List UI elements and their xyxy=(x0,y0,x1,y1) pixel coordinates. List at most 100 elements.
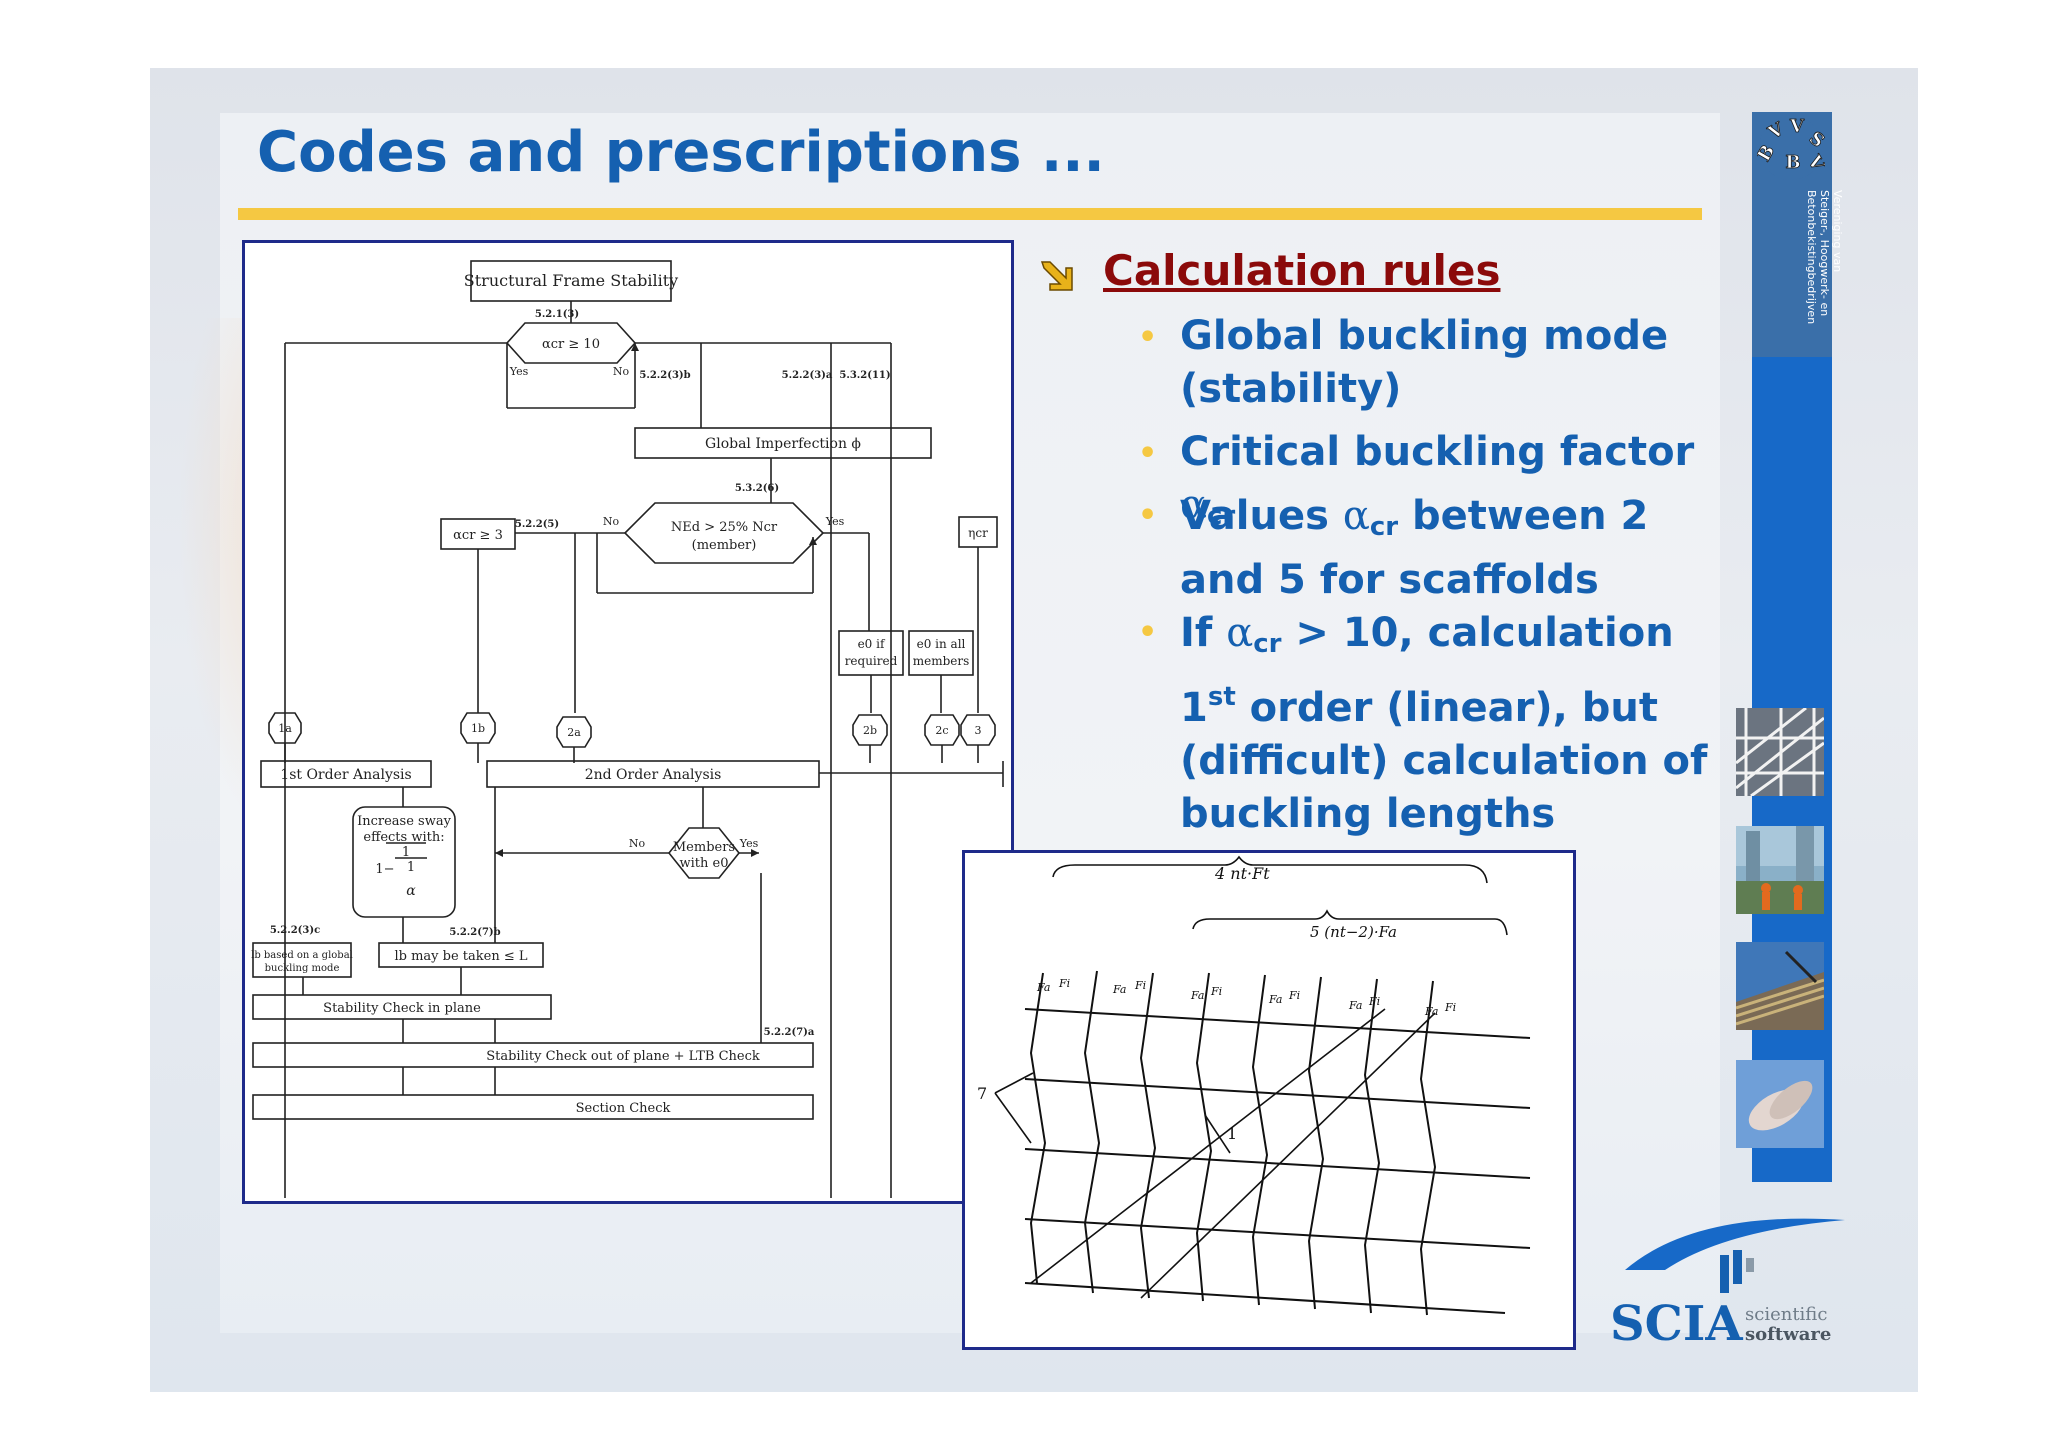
vvsb-org-name: Vereniging van Steiger-, Hoogwerk- en Be… xyxy=(1800,190,1844,350)
flow-node-e0-all: e0 in all xyxy=(917,637,966,651)
flow-no: No xyxy=(603,515,620,528)
bay-label-mid: 5 (nt−2)·Fa xyxy=(1310,923,1397,941)
flow-node-stability-in-plane: Stability Check in plane xyxy=(323,1001,481,1016)
bullet-dot: • xyxy=(1138,615,1158,650)
text-run: between 2 xyxy=(1398,493,1649,539)
flow-node-e0: e0 if xyxy=(858,637,886,651)
flow-yes: Yes xyxy=(739,837,759,850)
text-run: Values xyxy=(1180,493,1343,539)
flow-node-1b: 1b xyxy=(471,722,485,735)
flow-ref-label: 5.2.2(3)a xyxy=(782,370,833,381)
bay-label-7: 7 xyxy=(977,1084,987,1103)
formwork-photo xyxy=(1736,942,1824,1030)
flow-ref-label: 5.3.2(11) xyxy=(839,370,890,381)
org-line: Betonbekistingbedrijven xyxy=(1805,190,1818,325)
flow-node-lb-l: lb may be taken ≤ L xyxy=(394,949,527,964)
bay-label-fi: Fi xyxy=(1288,989,1300,1002)
flow-ref-label: 5.2.2(7)a xyxy=(764,1027,815,1038)
cr-subscript: cr xyxy=(1253,629,1282,659)
bullet-line: Global buckling mode xyxy=(1180,313,1669,359)
bullet-line: (difficult) calculation of xyxy=(1180,738,1708,784)
flow-fraction-alpha: α xyxy=(406,883,416,899)
text-run: order (linear), but xyxy=(1235,685,1658,731)
bullet-line: buckling lengths xyxy=(1180,791,1556,837)
flow-yes: Yes xyxy=(509,365,529,378)
flow-node-global-imperfection: Global Imperfection ϕ xyxy=(705,436,861,452)
bay-label-fi: Fi xyxy=(1444,1001,1456,1014)
text-run: If xyxy=(1180,610,1227,656)
flow-ref-label: 5.2.2(3)c xyxy=(270,925,320,936)
bay-label-fi: Fi xyxy=(1210,985,1222,998)
bay-label-fi: Fi xyxy=(1134,979,1146,992)
flow-ref-label: 5.2.2(5) xyxy=(515,519,559,530)
bay-label-fa: Fa xyxy=(1348,999,1362,1012)
bullet-text: If αcr > 10, calculation 1st order (line… xyxy=(1180,607,1720,841)
flow-node-e0-all: members xyxy=(913,654,970,668)
vvsb-logo: V V S B B V xyxy=(1757,116,1825,180)
scia-tagline: scientific xyxy=(1745,1304,1827,1325)
arrow-bullet-icon xyxy=(1040,261,1073,291)
flow-fraction: 1 xyxy=(407,860,415,875)
bullet-dot: • xyxy=(1138,320,1158,355)
flow-node-second-order: 2nd Order Analysis xyxy=(585,767,722,783)
title-underline-rule xyxy=(238,208,1702,220)
bullet-line: If αcr > 10, calculation xyxy=(1180,607,1720,671)
stability-flowchart: Structural Frame Stability 5.2.1(3) αcr … xyxy=(242,240,1014,1204)
flow-ref-label: 5.2.2(3)b xyxy=(639,370,690,381)
text-run: 1 xyxy=(1180,685,1208,731)
org-line: Steiger-, Hoogwerk- en xyxy=(1818,190,1831,317)
flow-cond-alpha10: αcr ≥ 10 xyxy=(542,337,600,352)
scia-wordmark: SCIA xyxy=(1610,1296,1743,1350)
bay-label-fi: Fi xyxy=(1368,995,1380,1008)
bullet-dot: • xyxy=(1138,498,1158,533)
text-run: > 10, calculation xyxy=(1281,610,1674,656)
bullet-line: Values αcr between 2 xyxy=(1180,490,1720,554)
flow-node-lb-global: lb based on a global xyxy=(251,950,353,961)
bullet-line: 1st order (linear), but xyxy=(1180,671,1720,735)
bay-label-fa: Fa xyxy=(1036,981,1050,994)
bay-label-fa: Fa xyxy=(1268,993,1282,1006)
scaffold-bay-drawing: 4 nt·Ft 5 (nt−2)·Fa Fa Fi Fa Fi Fa Fi Fa… xyxy=(962,850,1576,1350)
superscript: st xyxy=(1207,682,1236,712)
slide-title: Codes and prescriptions ... xyxy=(257,120,1105,185)
flow-node-sway: Increase sway xyxy=(357,814,451,829)
org-line: Vereniging van xyxy=(1831,190,1844,273)
bullet-dot: • xyxy=(1138,436,1158,471)
flowchart-drawing: Structural Frame Stability 5.2.1(3) αcr … xyxy=(251,260,1004,1198)
bay-label-fa: Fa xyxy=(1112,983,1126,996)
bullet-text: Global buckling mode (stability) xyxy=(1180,310,1720,416)
flow-yes: Yes xyxy=(825,515,845,528)
flow-node-section-check: Section Check xyxy=(576,1101,671,1116)
flow-node-sway: effects with: xyxy=(363,830,444,845)
cr-subscript: cr xyxy=(1207,501,1236,531)
vvsb-letter: V xyxy=(1789,116,1805,137)
bullet-line: (stability) xyxy=(1180,366,1402,412)
flow-node-eta: ηcr xyxy=(968,526,988,540)
flow-ref-label: 5.2.1(3) xyxy=(535,309,579,320)
flow-no: No xyxy=(613,365,630,378)
flow-cond-members: with e0 xyxy=(680,856,729,871)
flow-node-1a: 1a xyxy=(278,722,292,735)
flow-node-structural-frame-stability: Structural Frame Stability xyxy=(464,271,678,290)
flow-cond-members: Members xyxy=(673,840,735,855)
scaffold-bay-sketch: 4 nt·Ft 5 (nt−2)·Fa Fa Fi Fa Fi Fa Fi Fa… xyxy=(977,855,1531,1316)
flow-ref-label: 5.2.2(7)b xyxy=(449,927,500,938)
flow-ref-label: 5.3.2(6) xyxy=(735,483,779,494)
flow-node-2a: 2a xyxy=(567,726,581,739)
flow-node-2b: 2b xyxy=(863,724,877,737)
flow-cond-ned: NEd > 25% Ncr xyxy=(671,520,778,535)
scia-logo: SCIA scientific software xyxy=(1610,1218,1845,1350)
bullet-text: Critical buckling factor αcr xyxy=(1180,426,1740,543)
bullet-line: Critical buckling factor xyxy=(1180,429,1695,475)
alpha-symbol: α xyxy=(1180,482,1208,528)
flow-fraction: 1− xyxy=(375,862,394,877)
bay-label-1: 1 xyxy=(1227,1124,1237,1143)
flow-cond-alpha3: αcr ≥ 3 xyxy=(453,528,503,543)
workers-photo xyxy=(1736,826,1824,914)
bay-label-fa: Fa xyxy=(1190,989,1204,1002)
bay-label-fa: Fa xyxy=(1424,1005,1438,1018)
bullet-line: and 5 for scaffolds xyxy=(1180,557,1599,603)
bullet-text: Values αcr between 2 and 5 for scaffolds xyxy=(1180,490,1720,607)
flow-node-lb-global: buckling mode xyxy=(265,963,340,974)
flow-fraction: 1 xyxy=(402,845,410,860)
